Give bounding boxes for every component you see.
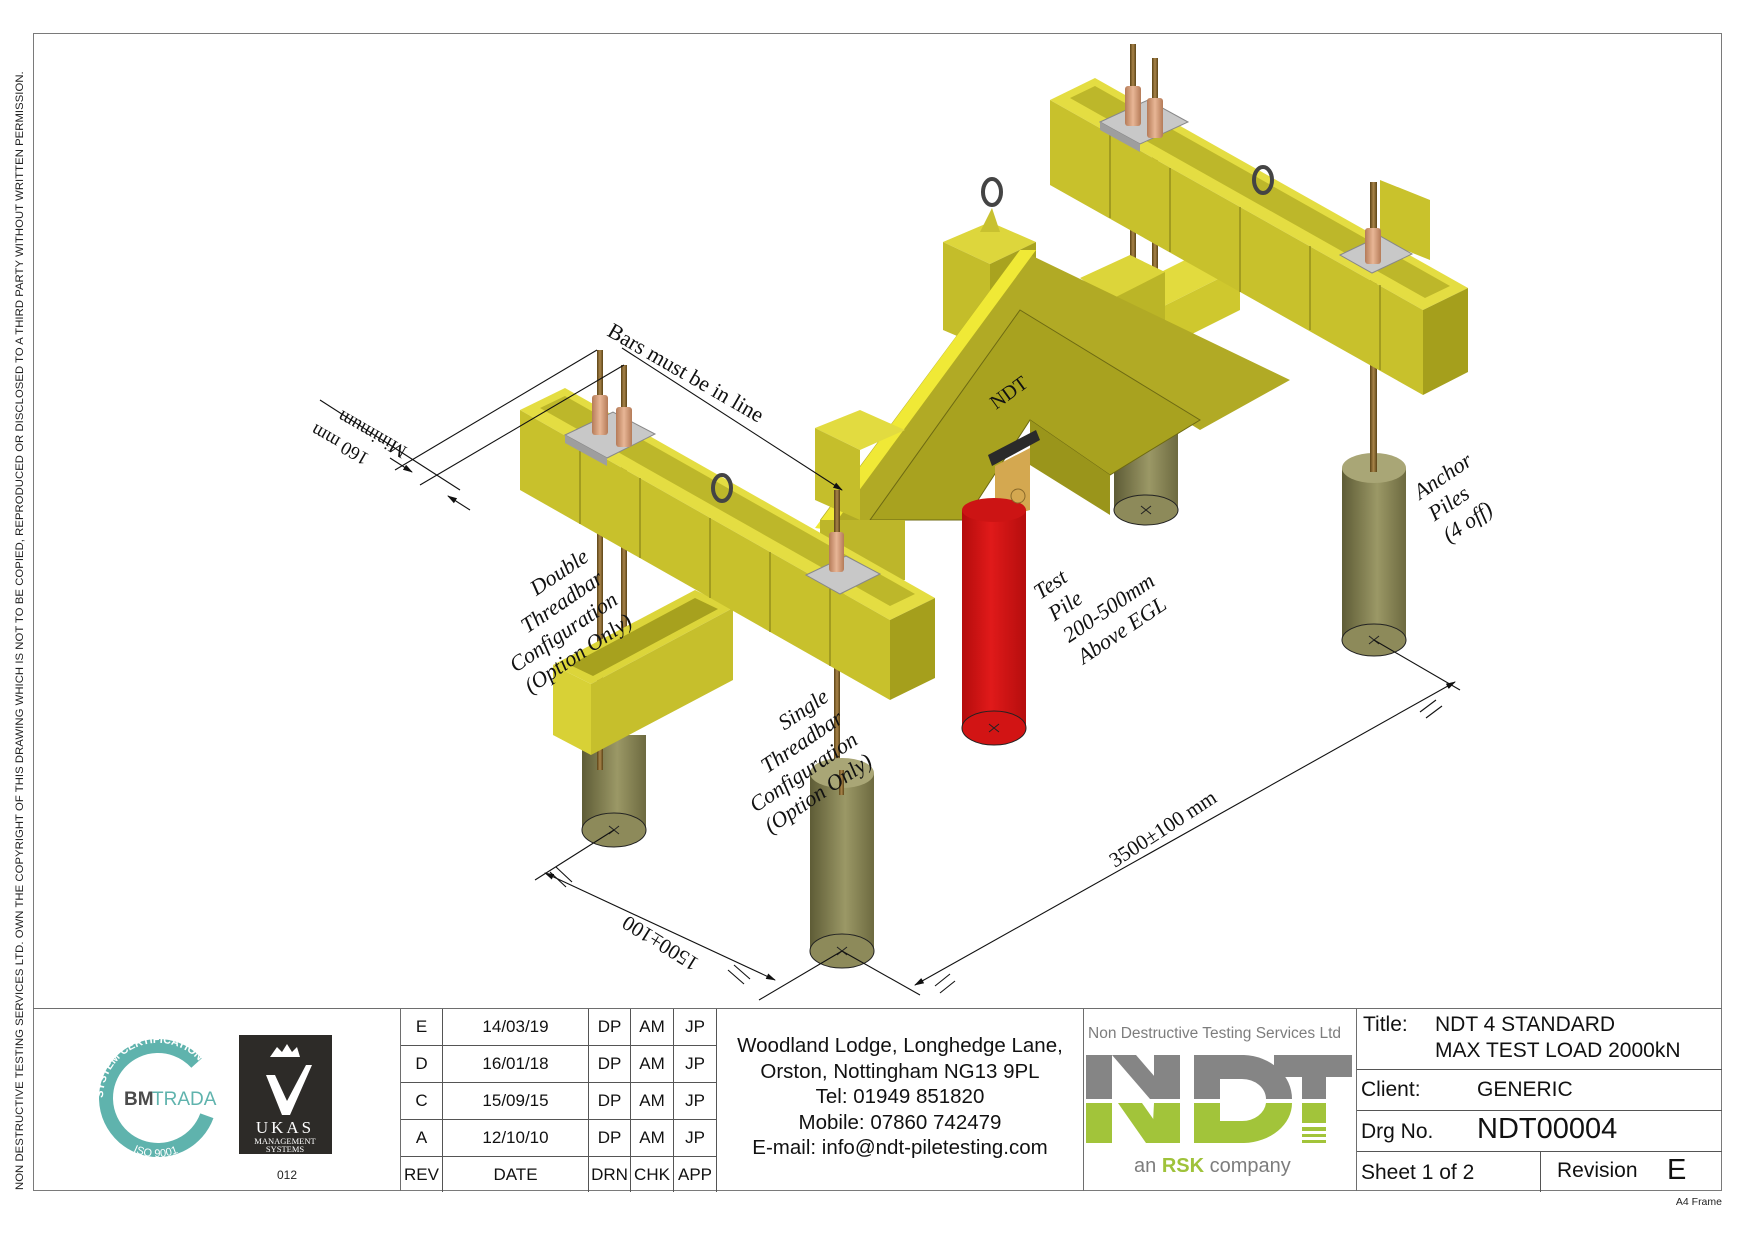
drawing-frame — [33, 33, 1722, 1191]
bm-trada-logo: SYSTEM CERTIFICATION ISO 9001 BM TRADA U… — [94, 1034, 332, 1182]
telephone: Tel: 01949 851820 — [815, 1085, 985, 1109]
reaction-beam-left — [520, 388, 935, 700]
drawing-number-row: Drg No. NDT00004 — [1357, 1111, 1722, 1152]
svg-text:SYSTEMS: SYSTEMS — [266, 1144, 305, 1154]
client-label: Client: — [1361, 1078, 1421, 1101]
drn-header: DRN — [589, 1157, 631, 1192]
drn-cell: DP — [589, 1009, 631, 1046]
title-block: Title: NDT 4 STANDARD MAX TEST LOAD 2000… — [1356, 1008, 1722, 1192]
ndt-company-logo: Non Destructive Testing Services Ltd an … — [1084, 1008, 1356, 1191]
test-pile — [961, 488, 1027, 746]
drawing-number-label: Drg No. — [1361, 1120, 1434, 1143]
date-header: DATE — [443, 1157, 589, 1192]
title-row: Title: NDT 4 STANDARD MAX TEST LOAD 2000… — [1357, 1009, 1722, 1070]
dim-3500-label: 3500±100 mm — [1105, 785, 1221, 872]
drn-cell: DP — [589, 1083, 631, 1120]
drn-cell: DP — [589, 1120, 631, 1157]
chk-cell: AM — [631, 1083, 674, 1120]
dim-1500-label: 1500±100 — [618, 911, 703, 976]
rev-cell: C — [401, 1083, 443, 1120]
app-cell: JP — [674, 1009, 717, 1046]
chk-cell: AM — [631, 1120, 674, 1157]
address-line-1: Woodland Lodge, Longhedge Lane, — [737, 1034, 1063, 1058]
drawing-number-value: NDT00004 — [1477, 1113, 1618, 1145]
drn-cell: DP — [589, 1046, 631, 1083]
date-cell: 15/09/15 — [443, 1083, 589, 1120]
rsk-tagline: an RSK company — [1134, 1155, 1291, 1177]
revision-table: E 14/03/19 DP AM JP D 16/01/18 DP AM JP … — [401, 1008, 717, 1192]
isometric-drawing: NDT — [307, 44, 1497, 1001]
email-link[interactable]: E-mail: info@ndt-piletesting.com — [752, 1136, 1048, 1160]
title-line-1: NDT 4 STANDARD — [1435, 1013, 1616, 1036]
client-value: GENERIC — [1477, 1078, 1573, 1101]
ukas-number: 012 — [277, 1168, 297, 1182]
date-cell: 12/10/10 — [443, 1120, 589, 1157]
anchor-pile-right — [1341, 453, 1407, 657]
chk-cell: AM — [631, 1046, 674, 1083]
dimension-lines — [319, 347, 1461, 1001]
app-cell: JP — [674, 1120, 717, 1157]
chk-header: CHK — [631, 1157, 674, 1192]
rev-cell: E — [401, 1009, 443, 1046]
rev-header: REV — [401, 1157, 443, 1192]
copyright-notice: NON DESTRUCTIVE TESTING SERVICES LTD. OW… — [14, 71, 26, 1190]
main-spreader-beam: NDT — [815, 177, 1290, 600]
date-cell: 16/01/18 — [443, 1046, 589, 1083]
ukas-logo: UKAS MANAGEMENT SYSTEMS — [239, 1035, 332, 1154]
ndt-wordmark — [1086, 1055, 1352, 1143]
svg-text:TRADA: TRADA — [152, 1089, 217, 1110]
title-label: Title: — [1363, 1013, 1408, 1036]
anchor-piles-label: Anchor Piles (4 off) — [1407, 447, 1497, 547]
sheet-revision-row: Sheet 1 of 2 Revision E — [1357, 1152, 1722, 1192]
rev-cell: D — [401, 1046, 443, 1083]
app-header: APP — [674, 1157, 717, 1192]
title-line-2: MAX TEST LOAD 2000kN — [1435, 1039, 1681, 1062]
revision-label: Revision — [1557, 1159, 1638, 1182]
rev-cell: A — [401, 1120, 443, 1157]
logo-subtitle: Non Destructive Testing Services Ltd — [1088, 1025, 1341, 1042]
sheet-number: Sheet 1 of 2 — [1361, 1161, 1475, 1184]
test-pile-label: Test Pile 200-500mm Above EGL — [1029, 564, 1171, 670]
frame-size-label: A4 Frame — [1675, 1196, 1722, 1208]
app-cell: JP — [674, 1046, 717, 1083]
reaction-beam-right — [1050, 78, 1468, 395]
cross-beam-left-lower — [553, 590, 733, 755]
svg-text:BM: BM — [124, 1089, 154, 1110]
date-cell: 14/03/19 — [443, 1009, 589, 1046]
svg-text:UKAS: UKAS — [256, 1118, 314, 1137]
mobile: Mobile: 07860 742479 — [798, 1110, 1002, 1134]
client-row: Client: GENERIC — [1357, 1070, 1722, 1111]
company-address: Woodland Lodge, Longhedge Lane, Orston, … — [717, 1008, 1084, 1191]
svg-text:MANAGEMENT: MANAGEMENT — [254, 1136, 316, 1146]
chk-cell: AM — [631, 1009, 674, 1046]
divider — [1540, 1152, 1542, 1192]
cert-logo-panel: SYSTEM CERTIFICATION ISO 9001 BM TRADA U… — [33, 1008, 401, 1191]
address-line-2: Orston, Nottingham NG13 9PL — [760, 1059, 1040, 1083]
app-cell: JP — [674, 1083, 717, 1120]
revision-value: E — [1667, 1154, 1687, 1186]
svg-text:ISO 9001: ISO 9001 — [132, 1143, 180, 1160]
